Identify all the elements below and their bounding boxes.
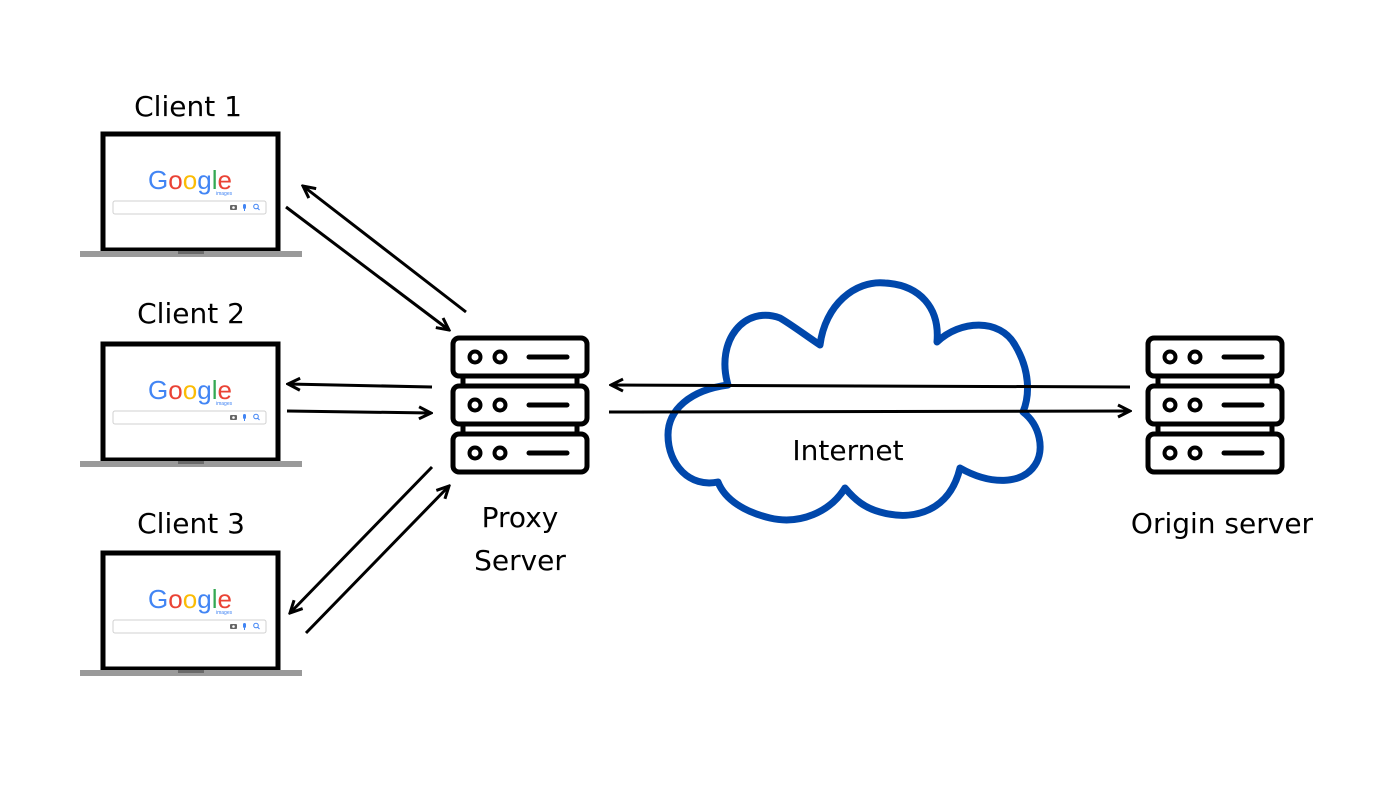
internet-label: Internet bbox=[792, 434, 903, 467]
google-logo: Google bbox=[148, 584, 232, 614]
google-logo: Google bbox=[148, 375, 232, 405]
client-label: Client 3 bbox=[137, 507, 245, 540]
proxy-label-line-2: Server bbox=[474, 544, 566, 577]
arrow-proxy-to-client-3 bbox=[290, 465, 434, 613]
client-proxy-arrows bbox=[285, 186, 467, 635]
client-3: Client 3 Google images bbox=[80, 507, 302, 676]
origin-label: Origin server bbox=[1131, 507, 1314, 540]
arrow-proxy-to-client-2 bbox=[288, 384, 433, 387]
google-logo-sub: images bbox=[216, 401, 233, 407]
arrow-origin-to-proxy bbox=[611, 385, 1131, 387]
proxy-origin-arrows bbox=[609, 385, 1130, 412]
client-2: Client 2 Google images bbox=[80, 297, 302, 467]
arrow-client-1-to-proxy bbox=[285, 205, 449, 330]
arrow-proxy-to-client-1 bbox=[303, 186, 467, 314]
arrow-proxy-to-origin bbox=[608, 411, 1130, 412]
cloud-icon bbox=[664, 279, 1044, 524]
origin-server: Origin server bbox=[1131, 338, 1314, 540]
arrow-client-3-to-proxy bbox=[304, 486, 449, 635]
google-logo-sub: images bbox=[216, 191, 233, 197]
proxy-server: Proxy Server bbox=[453, 338, 587, 577]
google-logo: Google bbox=[148, 165, 232, 195]
client-label: Client 1 bbox=[134, 90, 242, 123]
server-rack-icon bbox=[1148, 338, 1282, 472]
laptop-icon: Google images bbox=[80, 134, 302, 257]
client-1: Client 1 Google images bbox=[80, 90, 302, 257]
server-rack-icon bbox=[453, 338, 587, 472]
laptop-icon: Google images bbox=[80, 344, 302, 467]
laptop-icon: Google images bbox=[80, 553, 302, 676]
arrow-client-2-to-proxy bbox=[286, 411, 431, 413]
proxy-label-line-1: Proxy bbox=[482, 501, 559, 534]
google-logo-sub: images bbox=[216, 610, 233, 616]
internet-cloud: Internet bbox=[664, 279, 1044, 524]
client-label: Client 2 bbox=[137, 297, 245, 330]
